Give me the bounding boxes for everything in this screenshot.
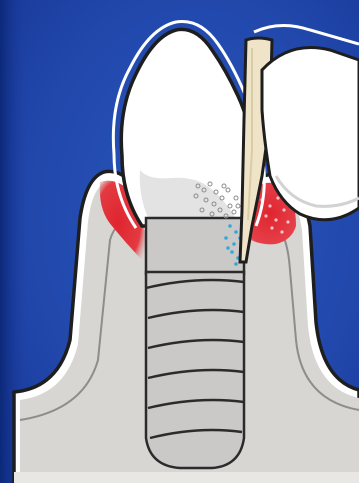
spray-dot-blue (234, 262, 238, 266)
spray-dot-blue (234, 230, 238, 234)
spray-dot-highlight (282, 208, 285, 211)
spray-dot-highlight (280, 230, 283, 233)
bottom-band (14, 472, 359, 483)
spray-dot-blue (230, 250, 234, 254)
spray-dot-highlight (274, 218, 277, 221)
spray-dot-highlight (286, 220, 289, 223)
spray-dot-highlight (268, 204, 271, 207)
spray-dot-blue (224, 236, 228, 240)
spray-dot-blue (228, 224, 232, 228)
spray-dot-highlight (264, 214, 267, 217)
spray-dot-highlight (260, 198, 263, 201)
implant-body (146, 272, 244, 468)
spray-dot-highlight (276, 196, 279, 199)
spray-dot-blue (226, 246, 230, 250)
spray-dot-blue (232, 242, 236, 246)
spray-dot-highlight (270, 226, 273, 229)
